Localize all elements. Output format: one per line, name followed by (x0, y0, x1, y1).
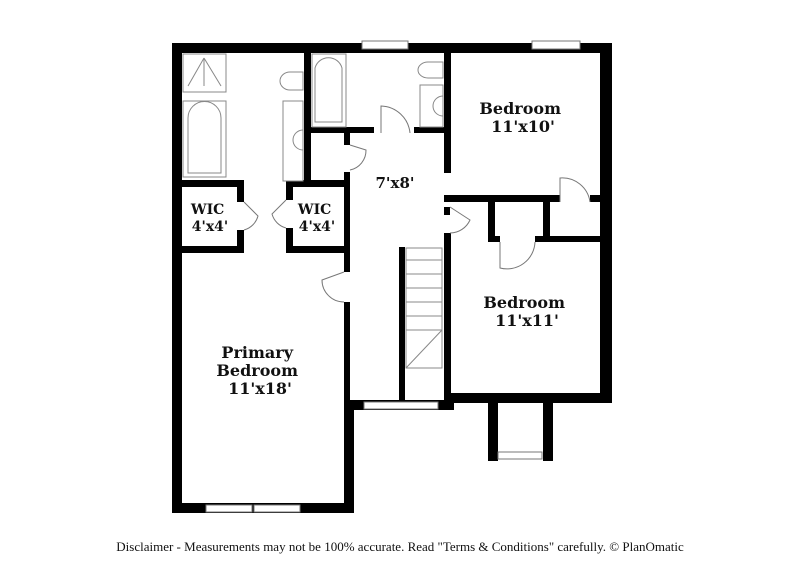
windows (205, 40, 581, 513)
room-label-bedroom-top: Bedroom 11'x10' (479, 99, 566, 136)
room-label-hall: 7'x8' (375, 174, 414, 192)
room-label-wic-left: WIC 4'x4' (190, 202, 229, 235)
room-label-wic-right: WIC 4'x4' (297, 202, 336, 235)
room-labels: Primary Bedroom 11'x18' WIC 4'x4' WIC 4'… (190, 99, 570, 398)
disclaimer-text: Disclaimer - Measurements may not be 100… (116, 539, 684, 554)
room-label-primary: Primary Bedroom 11'x18' (216, 343, 303, 398)
bath-fixtures (182, 53, 444, 182)
doors (243, 105, 591, 369)
interior-walls (172, 53, 612, 403)
room-label-bedroom-bottom: Bedroom 11'x11' (483, 293, 570, 330)
